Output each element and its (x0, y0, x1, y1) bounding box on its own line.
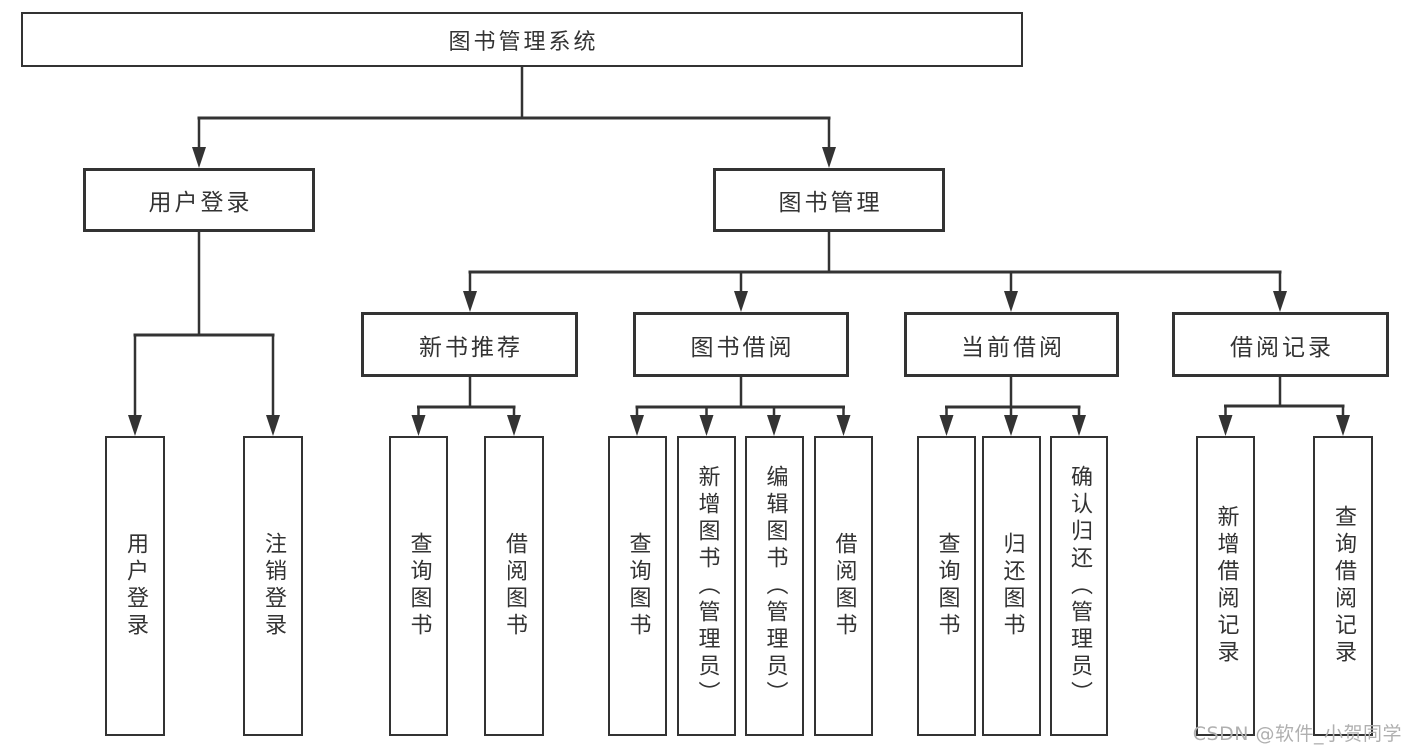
connector-root-to-level2 (192, 67, 836, 168)
node-book-management: 图书管理 (713, 168, 945, 232)
leaf-label: 注销登录 (261, 532, 286, 640)
connector-user-login-branch (128, 232, 280, 436)
leaf-label: 查询图书 (934, 532, 960, 640)
leaf-label: 新增借阅记录 (1213, 505, 1239, 667)
leaf-edit-book-admin: 编辑图书（管理员） (745, 436, 804, 736)
leaf-query-borrow-record: 查询借阅记录 (1313, 436, 1373, 736)
leaf-borrow-book-2: 借阅图书 (814, 436, 873, 736)
leaf-query-book-3: 查询图书 (917, 436, 976, 736)
connector-current-borrow-branch (939, 377, 1086, 436)
leaf-query-book-2: 查询图书 (608, 436, 667, 736)
leaf-user-login: 用户登录 (105, 436, 165, 736)
leaf-logout: 注销登录 (243, 436, 303, 736)
node-current-borrow: 当前借阅 (904, 312, 1119, 377)
leaf-query-book-1: 查询图书 (389, 436, 448, 736)
leaf-label: 借阅图书 (502, 532, 527, 640)
leaf-label: 新增图书（管理员） (694, 464, 720, 708)
leaf-label: 归还图书 (999, 532, 1025, 640)
leaf-label: 查询借阅记录 (1331, 505, 1356, 667)
leaf-add-borrow-record: 新增借阅记录 (1196, 436, 1255, 736)
leaf-label: 查询图书 (625, 532, 651, 640)
node-user-login: 用户登录 (83, 168, 315, 232)
leaf-confirm-return-admin: 确认归还（管理员） (1050, 436, 1108, 736)
leaf-label: 编辑图书（管理员） (762, 464, 788, 708)
leaf-label: 确认归还（管理员） (1067, 464, 1092, 708)
leaf-label: 用户登录 (123, 532, 148, 640)
leaf-label: 借阅图书 (831, 532, 857, 640)
leaf-label: 查询图书 (406, 532, 432, 640)
node-library-management-system: 图书管理系统 (21, 12, 1023, 67)
watermark: CSDN @软件_小贺同学 (1192, 723, 1402, 745)
connector-new-book-branch (411, 377, 521, 436)
connector-book-borrow-branch (630, 377, 851, 436)
node-new-book-recommend: 新书推荐 (361, 312, 578, 377)
leaf-borrow-book-1: 借阅图书 (484, 436, 544, 736)
leaf-add-book-admin: 新增图书（管理员） (677, 436, 736, 736)
node-book-borrow: 图书借阅 (633, 312, 849, 377)
connector-book-management-branch (463, 232, 1287, 312)
leaf-return-book: 归还图书 (982, 436, 1041, 736)
connector-borrow-record-branch (1218, 377, 1350, 436)
node-borrow-record: 借阅记录 (1172, 312, 1389, 377)
